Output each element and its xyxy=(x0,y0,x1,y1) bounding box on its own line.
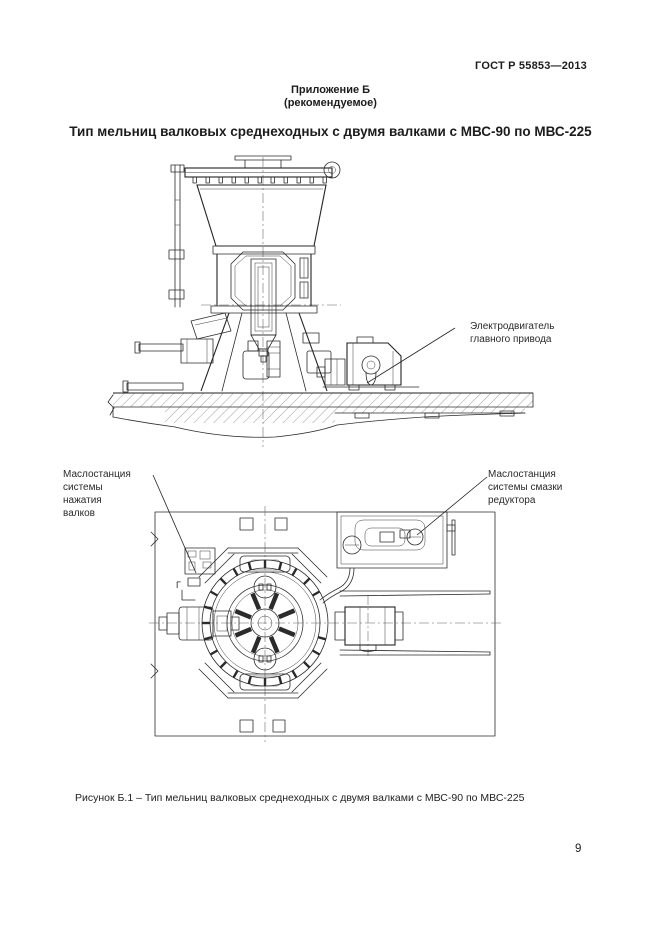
oil-left-leader-line xyxy=(152,474,197,574)
mill-top-ring xyxy=(184,161,341,184)
section-mark-label: Г xyxy=(176,580,181,590)
oil-right-leader-line xyxy=(416,476,488,536)
break-mark-lower xyxy=(150,663,159,679)
mill-body-ring xyxy=(201,559,329,687)
left-drive-assembly xyxy=(158,606,240,641)
annotation-oil-right: Маслостанция системы смазки редуктора xyxy=(488,469,563,506)
figure-caption: Рисунок Б.1 – Тип мельниц валковых средн… xyxy=(75,792,525,804)
plan-border xyxy=(154,511,496,737)
feed-chute xyxy=(122,312,232,393)
page-title: Тип мельниц валковых среднеходных с двум… xyxy=(69,124,592,139)
roller-journals xyxy=(253,575,277,671)
discharge-funnel xyxy=(250,334,277,363)
page-number: 9 xyxy=(575,843,582,855)
roller-oil-station xyxy=(181,547,216,601)
side-column xyxy=(168,164,185,308)
gearbox-oil-station xyxy=(319,511,456,604)
appendix-title: Приложение Б xyxy=(290,84,371,96)
main-drive-motor xyxy=(316,336,421,394)
motor-leader-line xyxy=(366,327,456,384)
foundation xyxy=(107,392,534,438)
break-mark-upper xyxy=(150,531,159,547)
mill-cone-body xyxy=(196,184,327,255)
doc-number: ГОСТ Р 55853—2013 xyxy=(475,60,587,72)
pedestal xyxy=(200,312,332,392)
access-door xyxy=(230,251,296,336)
annotation-oil-left: Маслостанция системы нажатия валков xyxy=(63,469,131,519)
appendix-subtitle: (рекомендуемое) xyxy=(284,97,377,109)
grinding-table-hub xyxy=(226,584,304,662)
annotation-motor: Электродвигатель главного привода xyxy=(470,321,555,345)
figure-plan-view: Г xyxy=(149,474,501,742)
anchor-pads xyxy=(239,517,288,733)
figure-side-view xyxy=(107,155,534,447)
gearbox-and-rails xyxy=(334,590,491,656)
mill-inlet xyxy=(234,155,292,169)
